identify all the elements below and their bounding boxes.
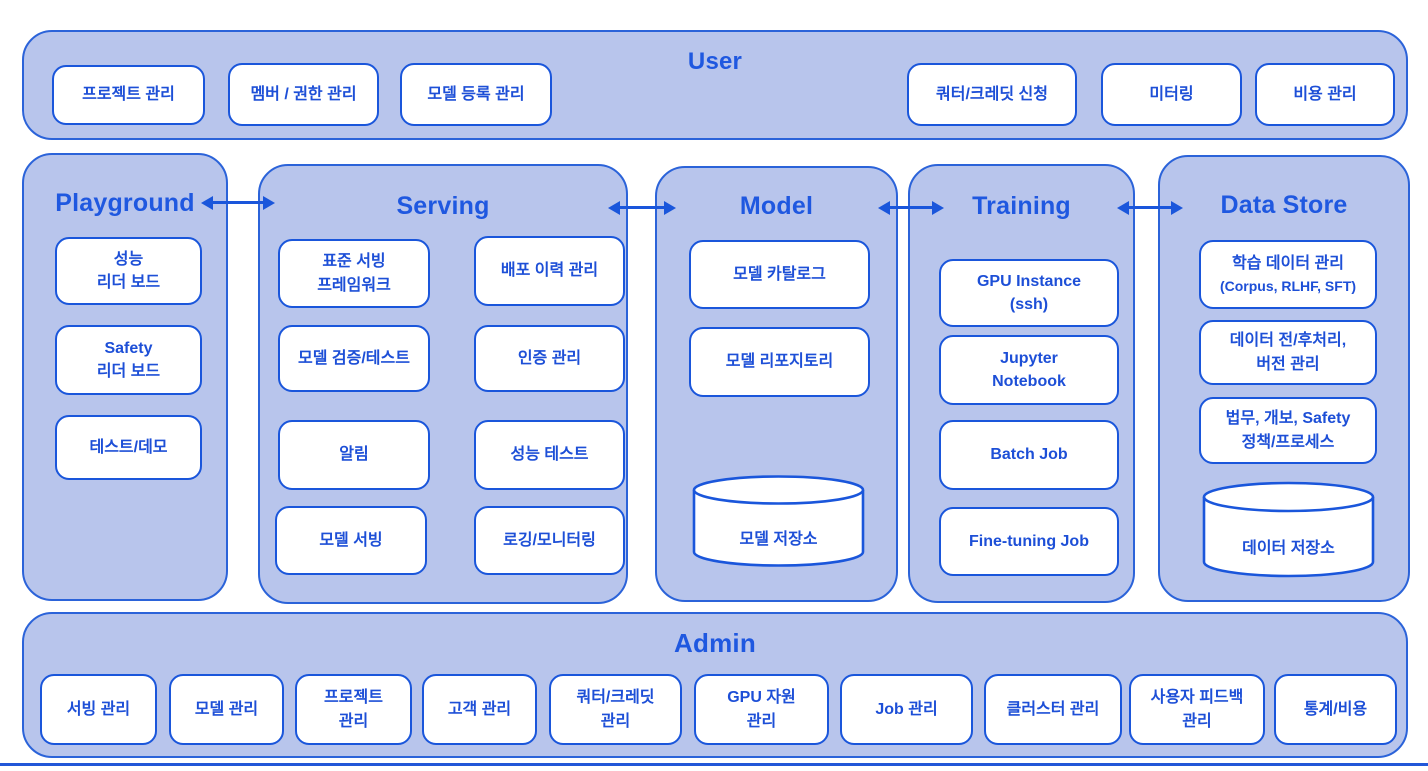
node-project-management: 프로젝트 관리	[52, 65, 205, 125]
node-logging-monitoring: 로깅/모니터링	[474, 506, 625, 575]
node-model-catalog: 모델 카탈로그	[689, 240, 870, 309]
node-admin-serving-management: 서빙 관리	[40, 674, 157, 745]
arrow-model-training	[878, 200, 944, 215]
panel-admin: Admin 서빙 관리 모델 관리 프로젝트 관리 고객 관리 쿼터/크레딧 관…	[22, 612, 1408, 758]
node-admin-stats-cost: 통계/비용	[1274, 674, 1397, 745]
node-batch-job: Batch Job	[939, 420, 1119, 490]
node-gpu-instance-ssh: GPU Instance (ssh)	[939, 259, 1119, 327]
cylinder-icon	[1202, 481, 1375, 578]
node-admin-user-feedback-management: 사용자 피드백 관리	[1129, 674, 1265, 745]
node-notification: 알림	[278, 420, 430, 490]
node-model-verification-test: 모델 검증/테스트	[278, 325, 430, 392]
node-fine-tuning-job: Fine-tuning Job	[939, 507, 1119, 576]
node-training-data-management-line1: 학습 데이터 관리	[1232, 255, 1344, 272]
panel-user-title: User	[687, 48, 743, 75]
node-training-data-management-line2: (Corpus, RLHF, SFT)	[1219, 277, 1357, 294]
node-auth-management: 인증 관리	[474, 325, 625, 392]
node-model-storage: 모델 저장소	[692, 474, 865, 569]
panel-training-title: Training	[972, 192, 1071, 220]
node-model-registration-management: 모델 등록 관리	[400, 63, 552, 126]
panel-playground: Playground 성능 리더 보드 Safety 리더 보드 테스트/데모	[22, 153, 228, 601]
node-admin-cluster-management: 클러스터 관리	[984, 674, 1122, 745]
node-admin-customer-management: 고객 관리	[422, 674, 537, 745]
node-data-storage-label: 데이터 저장소	[1242, 540, 1335, 557]
node-quota-credit-request: 쿼터/크레딧 신청	[907, 63, 1077, 126]
node-data-storage: 데이터 저장소	[1202, 480, 1375, 580]
arrow-playground-serving	[201, 195, 275, 210]
node-admin-model-management: 모델 관리	[169, 674, 284, 745]
panel-training: Training GPU Instance (ssh) Jupyter Note…	[908, 164, 1135, 603]
arrow-serving-model	[608, 200, 676, 215]
panel-data-store-title: Data Store	[1220, 191, 1348, 219]
node-member-permission-management: 멤버 / 권한 관리	[228, 63, 379, 126]
panel-playground-title: Playground	[55, 189, 195, 217]
panel-model-title: Model	[739, 192, 814, 220]
node-performance-leaderboard: 성능 리더 보드	[55, 237, 202, 305]
arrow-training-data-store	[1117, 200, 1183, 215]
bottom-frame-line	[0, 763, 1428, 766]
node-standard-serving-framework: 표준 서빙 프레임워크	[278, 239, 430, 308]
panel-data-store: Data Store 학습 데이터 관리 (Corpus, RLHF, SFT)…	[1158, 155, 1410, 602]
node-performance-test: 성능 테스트	[474, 420, 625, 490]
node-admin-project-management: 프로젝트 관리	[295, 674, 412, 745]
node-admin-quota-credit-management: 쿼터/크레딧 관리	[549, 674, 682, 745]
node-model-storage-label: 모델 저장소	[739, 530, 818, 548]
panel-serving-title: Serving	[396, 192, 490, 220]
panel-serving: Serving 표준 서빙 프레임워크 모델 검증/테스트 알림 모델 서빙 배…	[258, 164, 628, 604]
panel-model: Model 모델 카탈로그 모델 리포지토리 모델 저장소	[655, 166, 898, 602]
node-training-data-management: 학습 데이터 관리 (Corpus, RLHF, SFT)	[1199, 240, 1377, 309]
panel-admin-title: Admin	[674, 628, 756, 658]
node-deployment-history-management: 배포 이력 관리	[474, 236, 625, 306]
node-cost-management: 비용 관리	[1255, 63, 1395, 126]
node-jupyter-notebook: Jupyter Notebook	[939, 335, 1119, 405]
node-model-serving: 모델 서빙	[275, 506, 427, 575]
node-model-repository: 모델 리포지토리	[689, 327, 870, 397]
node-safety-leaderboard: Safety 리더 보드	[55, 325, 202, 395]
cylinder-icon	[692, 475, 865, 567]
node-admin-gpu-resource-management: GPU 자원 관리	[694, 674, 829, 745]
panel-user: User 프로젝트 관리 멤버 / 권한 관리 모델 등록 관리 쿼터/크레딧 …	[22, 30, 1408, 140]
node-admin-job-management: Job 관리	[840, 674, 973, 745]
node-legal-safety-policy-process: 법무, 개보, Safety 정책/프로세스	[1199, 397, 1377, 464]
node-metering: 미터링	[1101, 63, 1242, 126]
node-test-demo: 테스트/데모	[55, 415, 202, 480]
node-data-pre-post-processing: 데이터 전/후처리, 버전 관리	[1199, 320, 1377, 385]
